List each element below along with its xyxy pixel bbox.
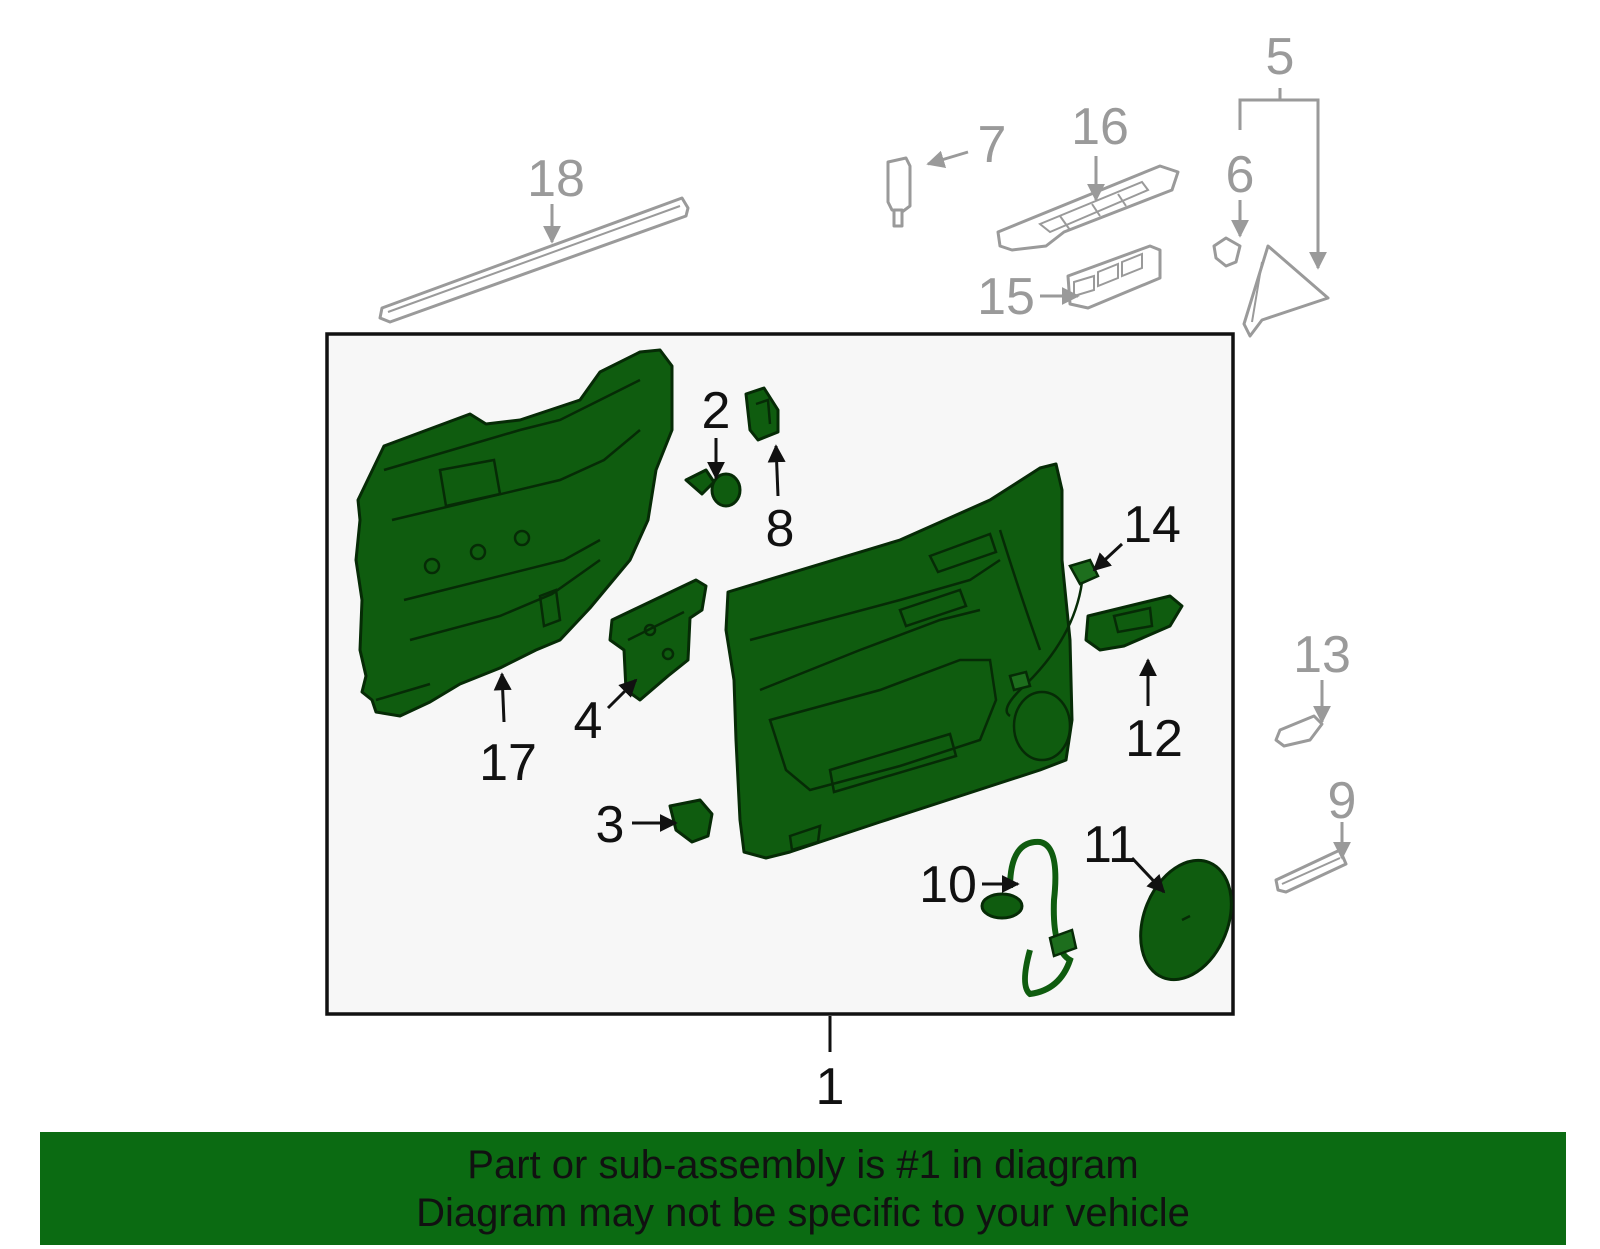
part-8-cap [744,386,780,442]
leader-11 [1130,856,1166,894]
part-14-connector [1005,558,1100,718]
part-10-harness [980,838,1078,998]
callout-12: 12 [1125,710,1183,768]
callout-4: 4 [574,692,603,750]
part-9-strip [1274,848,1348,894]
part-18-molding [378,196,690,324]
callout-13: 13 [1293,626,1351,684]
callout-16: 16 [1071,98,1129,156]
part-5-sail-panel [1242,244,1330,338]
callout-2: 2 [702,382,731,440]
callout-17: 17 [479,734,537,792]
callout-9: 9 [1328,772,1357,830]
banner-line-1: Part or sub-assembly is #1 in diagram [467,1142,1139,1187]
info-banner: Part or sub-assembly is #1 in diagram Di… [40,1132,1566,1245]
leader-17 [493,672,512,723]
part-15-switch [1066,244,1162,310]
callout-14: 14 [1123,496,1181,554]
part-13-pad [1274,714,1324,748]
leader-4 [606,678,638,710]
part-17-deflector [354,348,674,718]
part-6-clip [1212,236,1242,268]
leader-14 [1092,542,1124,572]
part-7-clip [886,156,912,228]
callout-1: 1 [816,1058,845,1116]
callout-6: 6 [1226,146,1255,204]
banner-line-2: Diagram may not be specific to your vehi… [416,1190,1190,1235]
callout-5: 5 [1266,28,1295,86]
part-16-bezel [996,164,1180,252]
leader-7 [926,150,969,168]
part-12-handle [1084,594,1184,652]
callout-3: 3 [596,796,625,854]
callout-8: 8 [766,500,795,558]
part-1-door-panel[interactable] [724,462,1074,860]
callout-7: 7 [978,116,1007,174]
callout-18: 18 [527,150,585,208]
callout-10: 10 [919,856,977,914]
part-4-bracket [608,578,708,702]
leader-8 [767,444,786,497]
callout-15: 15 [977,268,1035,326]
callout-11: 11 [1083,816,1137,874]
